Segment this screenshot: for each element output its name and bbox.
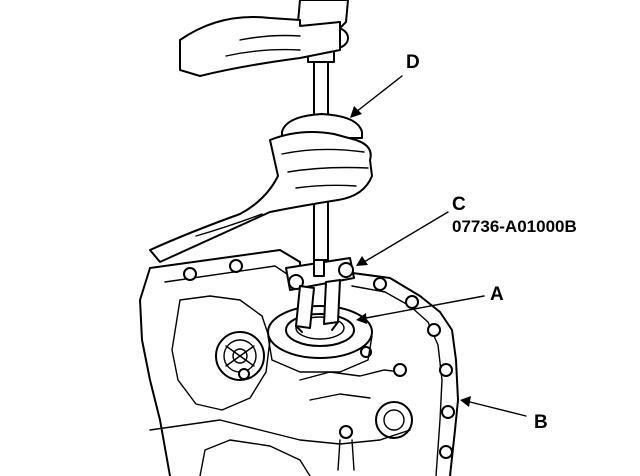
callout-c: C	[452, 194, 466, 215]
flange-bolts	[183, 259, 455, 459]
puller-tool	[285, 251, 355, 333]
lower-boss	[337, 401, 413, 471]
transmission-housing	[139, 249, 459, 476]
callout-a: A	[490, 284, 504, 305]
callout-b: B	[534, 412, 548, 433]
tool-number-label: 07736-A01000B	[452, 217, 577, 236]
callout-d: D	[406, 52, 420, 73]
left-bearing	[215, 331, 265, 381]
upper-hand	[179, 15, 341, 77]
lower-hand	[149, 131, 373, 263]
leader-lines	[350, 75, 527, 417]
oil-seal	[267, 305, 373, 373]
